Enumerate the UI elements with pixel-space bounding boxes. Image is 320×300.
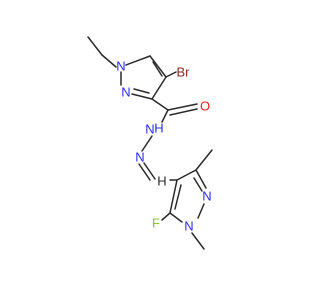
structure-svg: Br N N O H N N H N N F	[87, 36, 213, 250]
bond-c4-br	[165, 71, 177, 78]
bond-carbonyl-o-double	[169, 108, 198, 116]
bond-c4-c3	[151, 76, 167, 100]
bond-c5-c4-double	[152, 61, 163, 77]
bond-c5-c4	[149, 55, 167, 78]
bond-c4-c3b	[176, 169, 197, 181]
atom-nitrogen-hydrazone: N	[135, 150, 144, 165]
bond-n-ch	[143, 162, 156, 180]
bond-n-ch-double	[138, 163, 151, 181]
bond-ethyl-ch3	[87, 36, 103, 56]
bond-c3-n2	[131, 93, 153, 100]
atom-hydrogen-nh: H	[154, 121, 163, 136]
molecule-diagram: Br N N O H N N H N N F	[87, 36, 213, 250]
bond-c3-n2-double	[133, 88, 150, 94]
atom-nitrogen-n2: N	[121, 85, 130, 100]
bond-c3-carbonyl	[151, 98, 169, 111]
bond-c5b-c4-double	[174, 184, 182, 210]
atom-labels: Br N N O H N N H N N F	[116, 59, 211, 234]
atom-fluorine: F	[152, 216, 160, 231]
bond-c5b-f	[161, 212, 171, 221]
bond-carbonyl-nh	[161, 109, 169, 123]
bond-n5-methyl	[191, 232, 205, 250]
atom-nitrogen-n5: N	[184, 219, 193, 234]
bond-nh-n	[141, 135, 153, 152]
atom-nitrogen-n4: N	[202, 189, 211, 204]
atom-nitrogen-n1: N	[116, 59, 125, 74]
bond-c3b-n4-double	[193, 177, 203, 192]
bonds	[87, 36, 213, 250]
atom-bromine: Br	[177, 65, 191, 80]
atom-hydrogen-ch: H	[157, 174, 166, 189]
bond-c5b-c4	[169, 179, 178, 214]
bond-n1-c5	[125, 55, 151, 66]
bond-n4-n5	[197, 203, 205, 219]
bond-n5-c5b	[169, 212, 183, 223]
bond-c3b-methyl	[195, 149, 213, 171]
bond-carbonyl-o	[167, 103, 198, 111]
atom-oxygen: O	[200, 99, 210, 114]
bond-ethyl-n1	[101, 54, 117, 68]
bond-c3b-n4	[195, 169, 207, 189]
atom-nitrogen-nh: N	[145, 122, 154, 137]
